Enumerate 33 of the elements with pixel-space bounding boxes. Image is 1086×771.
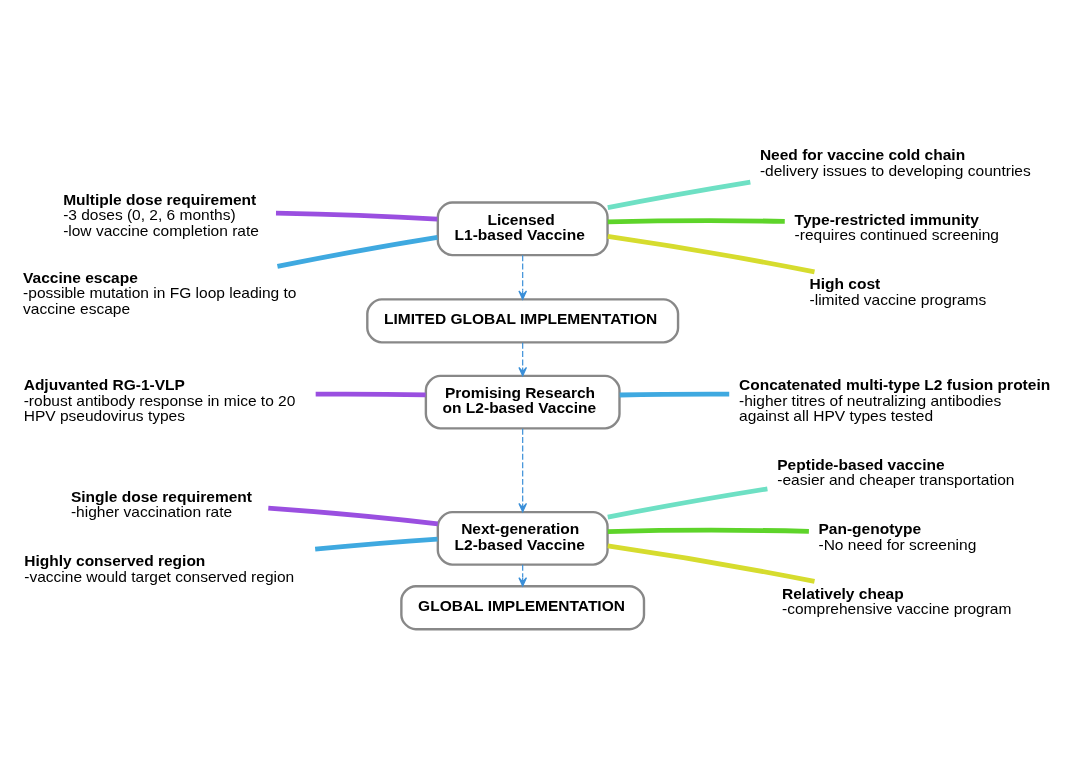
connector <box>607 527 809 534</box>
connector <box>275 210 438 221</box>
node-text: Concatenated multi-type L2 fusion protein -higher titres of neutralizing antibodies against all HPV types tested <box>739 375 1051 424</box>
node-text: High cost -limited vaccine programs <box>809 274 987 308</box>
connector <box>607 485 768 519</box>
arrow <box>518 563 528 587</box>
connector <box>315 391 426 397</box>
node-text: Need for vaccine cold chain -delivery issues to developing countries <box>759 145 1031 179</box>
node-text: Multiple dose requirement -3 doses (0, 2, 6 months) -low vaccine completion rate <box>63 190 259 239</box>
connector <box>619 391 730 397</box>
node-text: Vaccine escape -possible mutation in FG loop leading to vaccine escape <box>23 268 297 317</box>
node-box: Promising Research on L2-based Vaccine <box>424 374 621 430</box>
arrow <box>518 341 528 376</box>
arrow <box>518 427 528 512</box>
connector <box>268 505 439 526</box>
connector <box>276 234 438 269</box>
arrow <box>518 254 528 300</box>
connector <box>314 536 438 551</box>
node-text: Single dose requirement -higher vaccination rate <box>70 487 252 520</box>
connector <box>607 217 785 224</box>
connector <box>607 233 815 274</box>
node-text: Relatively cheap -comprehensive vaccine program <box>782 584 1012 617</box>
connector <box>607 543 815 584</box>
node-box: Next-generation L2-based Vaccine <box>436 510 609 566</box>
node-text: Adjuvanted RG-1-VLP -robust antibody response in mice to 20 HPV pseudovirus types <box>23 375 296 424</box>
node-box: LIMITED GLOBAL IMPLEMENTATION <box>366 297 680 344</box>
node-text: Type-restricted immunity -requires continued screening <box>794 210 1000 243</box>
node-text: Pan-genotype -No need for screening <box>818 519 977 553</box>
connector <box>607 179 751 210</box>
node-text: Highly conserved region -vaccine would target conserved region <box>24 551 295 585</box>
node-box: Licensed L1-based Vaccine <box>436 200 609 256</box>
node-box: GLOBAL IMPLEMENTATION <box>400 584 646 630</box>
node-text: Peptide-based vaccine -easier and cheaper transportation <box>777 455 1015 488</box>
